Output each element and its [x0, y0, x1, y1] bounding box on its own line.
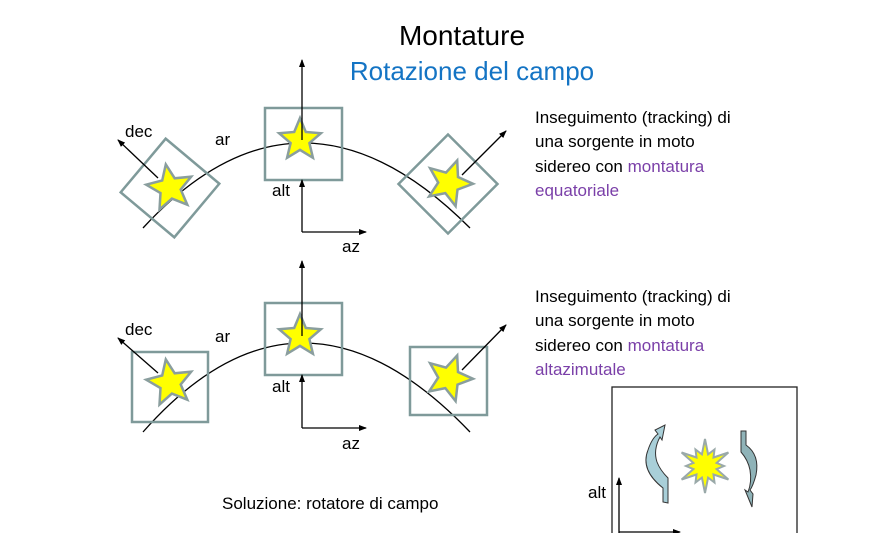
star-icon — [426, 157, 477, 210]
equatorial-description: Inseguimento (tracking) di una sorgente … — [535, 106, 731, 203]
alt-label: alt — [272, 181, 290, 200]
altazimuth-description: Inseguimento (tracking) di una sorgente … — [535, 285, 731, 382]
field-box-left — [130, 350, 210, 424]
dec-arrow — [117, 139, 159, 179]
dec-label: dec — [125, 320, 153, 339]
dec-label: dec — [125, 122, 153, 141]
burst-star-icon — [680, 438, 730, 494]
star-icon — [276, 310, 324, 357]
star-icon — [426, 352, 477, 405]
inset-frame — [611, 386, 798, 533]
altazimuth-diagram — [117, 260, 507, 433]
star-icon — [276, 114, 324, 161]
sky-arc — [142, 342, 471, 433]
slide-subtitle: Rotazione del campo — [349, 56, 595, 86]
star-shape — [142, 161, 195, 213]
desc-line: una sorgente in moto — [535, 311, 695, 331]
alt-label: alt — [272, 377, 290, 396]
field-box-right — [408, 345, 489, 417]
star-shape — [426, 352, 477, 405]
mount-type-name: altazimutale — [535, 359, 626, 379]
rotate-arrow-right-icon — [740, 430, 758, 508]
inset-alt-label: alt — [588, 483, 606, 502]
desc-line: sidereo con montatura — [535, 334, 731, 358]
ar-label: ar — [215, 130, 231, 149]
star-shape — [426, 157, 477, 210]
mount-type-highlight: montatura — [627, 156, 705, 176]
star-shape — [142, 356, 195, 408]
slide-title: Montature — [398, 20, 526, 51]
az-label: az — [342, 434, 360, 453]
desc-line: sidereo con montatura — [535, 155, 731, 179]
desc-line: Inseguimento (tracking) di — [535, 287, 731, 306]
az-label: az — [342, 237, 360, 256]
star-shape — [276, 114, 324, 161]
solution-text: Soluzione: rotatore di campo — [222, 494, 439, 513]
field-rotator-inset — [611, 386, 798, 533]
mount-type-name: equatoriale — [535, 180, 620, 200]
desc-text: sidereo con — [535, 335, 628, 355]
field-box-left — [118, 136, 222, 240]
desc-line: Inseguimento (tracking) di — [535, 108, 731, 127]
desc-line: una sorgente in moto — [535, 132, 695, 152]
dec-arrow — [117, 337, 159, 374]
star-shape — [276, 310, 324, 357]
rotate-arrow-left-icon — [645, 424, 669, 504]
star-icon — [142, 356, 195, 408]
equatorial-diagram — [117, 59, 507, 240]
mount-type-highlight: montatura — [627, 335, 705, 355]
dec-arrow-right — [461, 324, 507, 371]
star-icon — [142, 161, 195, 213]
desc-text: sidereo con — [535, 156, 628, 176]
dec-arrow-right — [461, 130, 507, 176]
field-box-right — [396, 132, 500, 236]
ar-label: ar — [215, 327, 231, 346]
